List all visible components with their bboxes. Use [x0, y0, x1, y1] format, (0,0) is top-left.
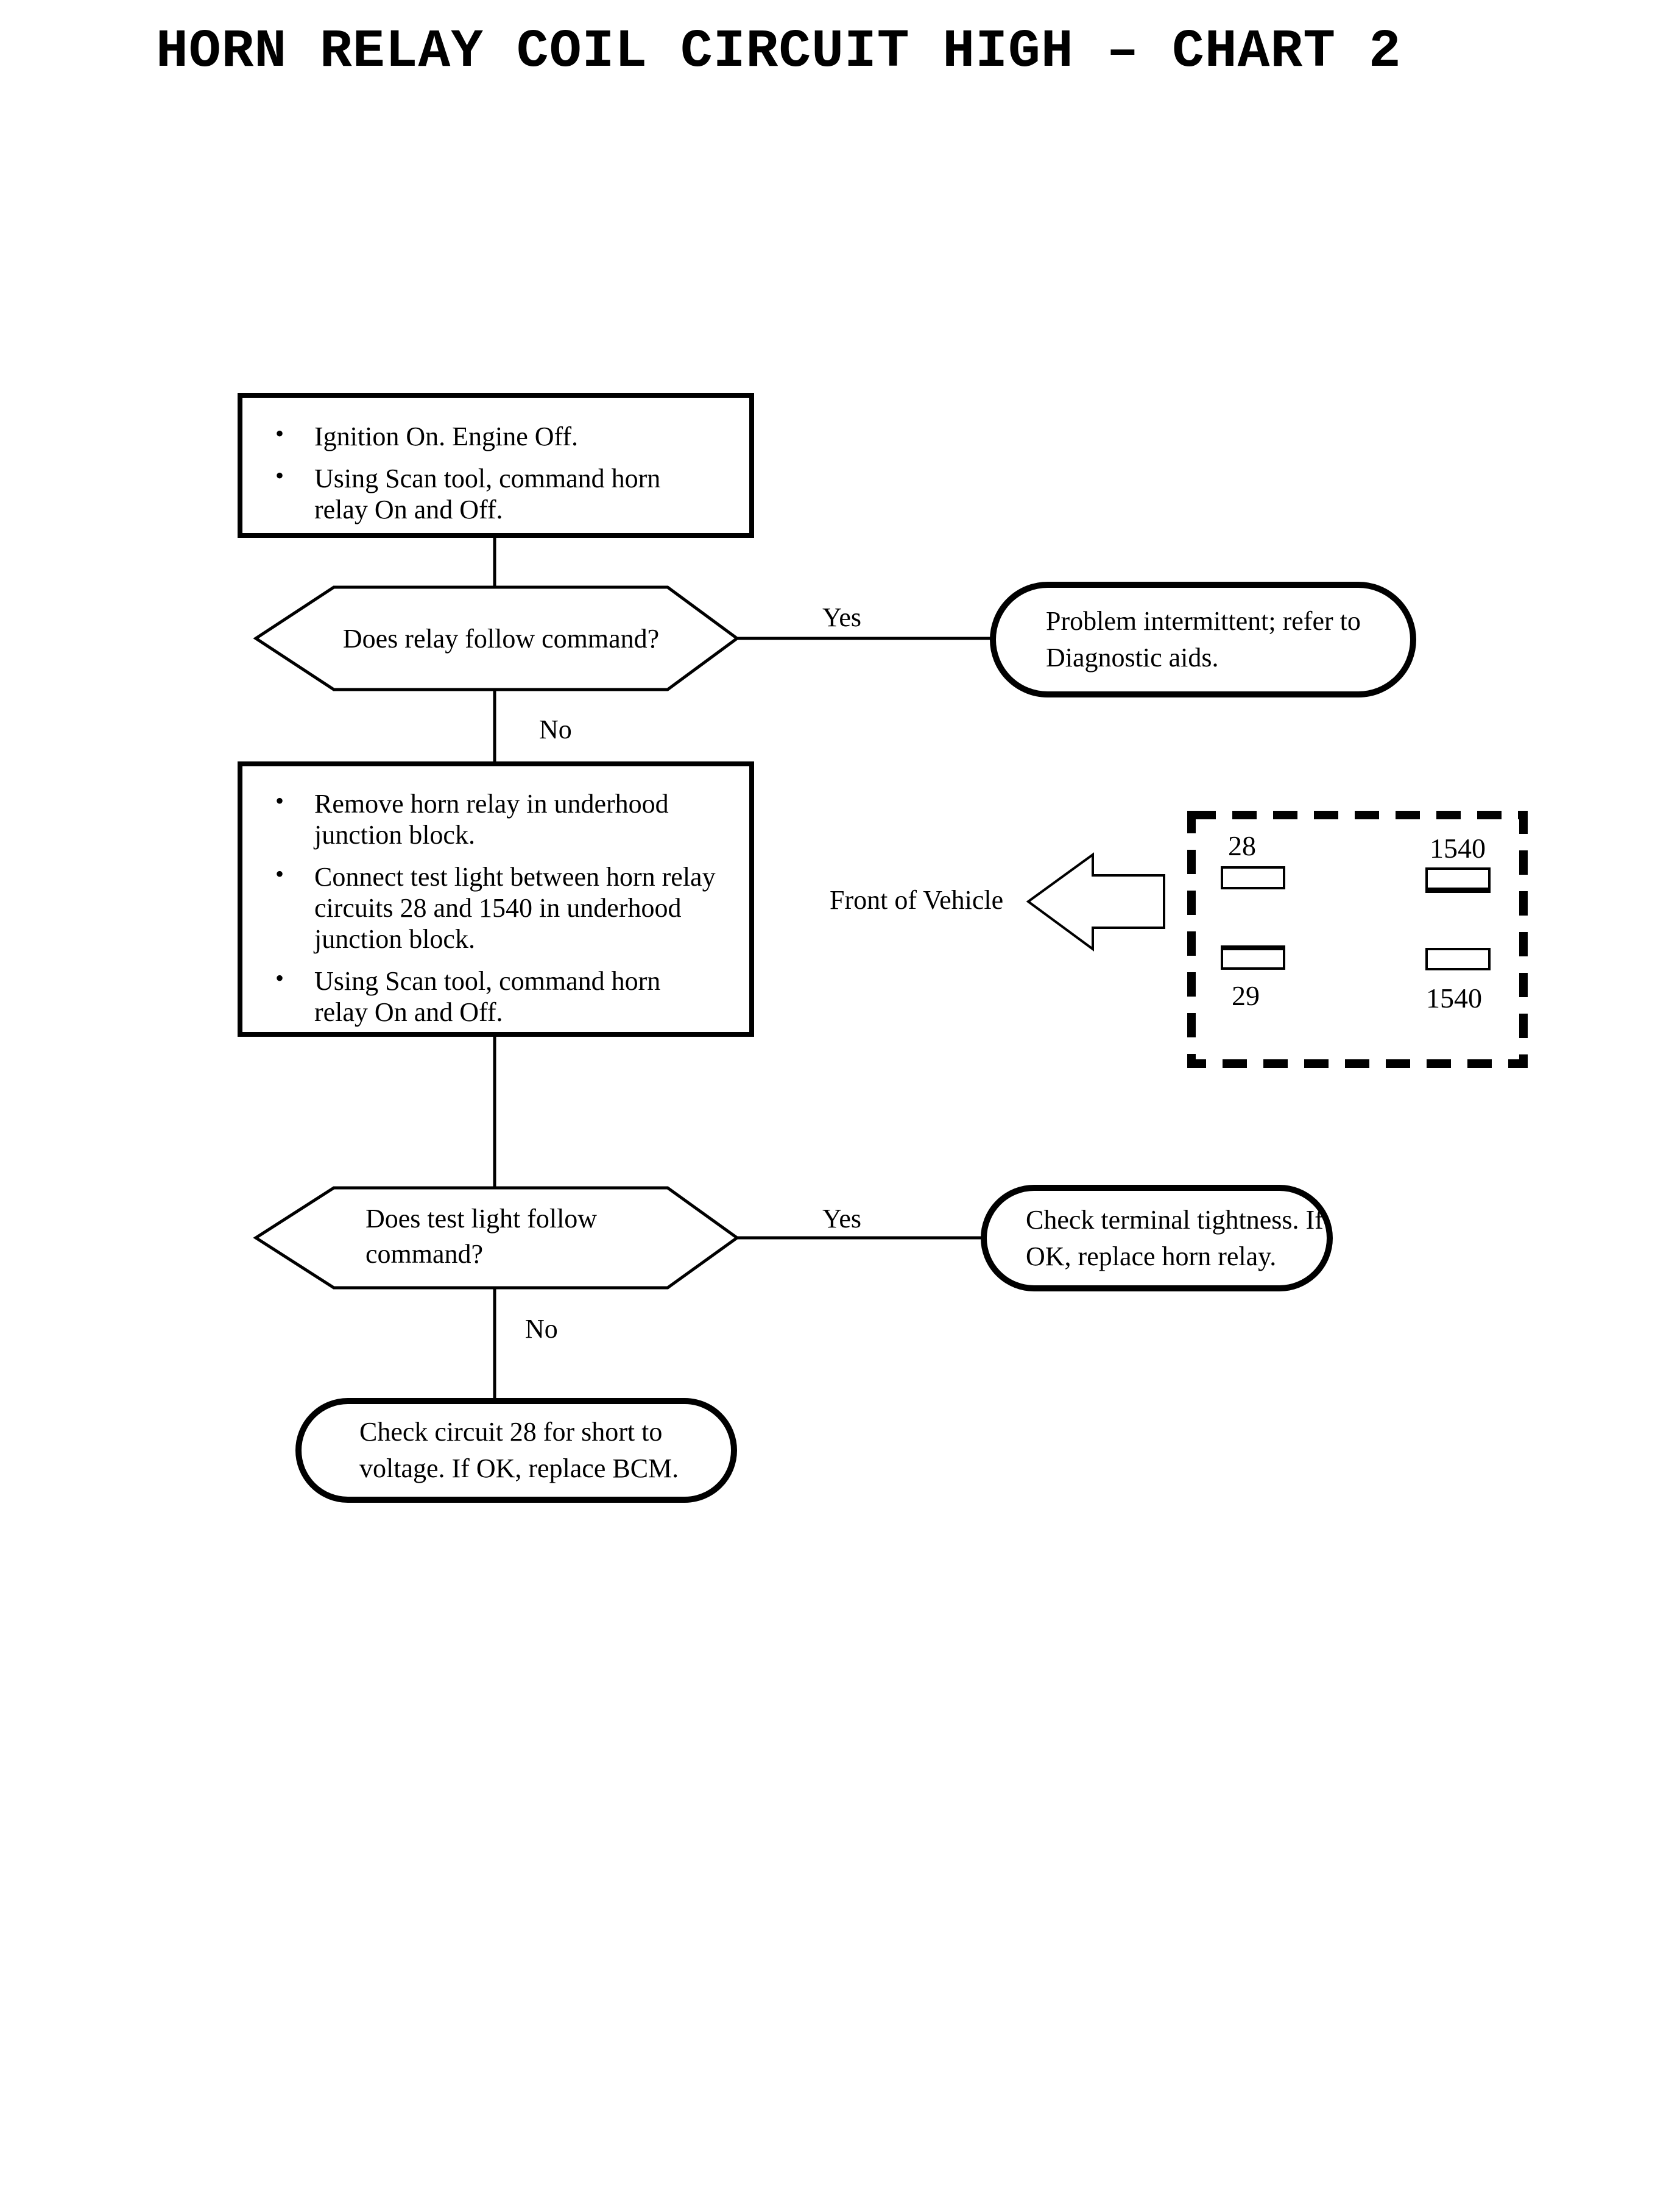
- decision1-question: Does relay follow command?: [342, 624, 660, 654]
- outcome-terminal-oval: Check terminal tightness. If OK, replace…: [981, 1185, 1333, 1291]
- terminal-label-28: 28: [1228, 830, 1256, 861]
- front-of-vehicle-label: Front of Vehicle: [830, 885, 1004, 915]
- step1-bullet-1: Ignition On. Engine Off.: [242, 420, 731, 452]
- front-of-vehicle-arrow: [1026, 852, 1165, 951]
- step2-bullet-3: Using Scan tool, command horn relay On a…: [242, 964, 731, 1028]
- terminal-slot-28: [1221, 866, 1285, 889]
- step2-bullet-2: Connect test light between horn relay ci…: [242, 860, 731, 955]
- outcome-circuit28-text: Check circuit 28 for short to voltage. I…: [359, 1417, 679, 1483]
- page-title: HORN RELAY COIL CIRCUIT HIGH – CHART 2: [156, 22, 1402, 82]
- step1-bullet-list: Ignition On. Engine Off. Using Scan tool…: [242, 420, 749, 525]
- terminal-label-29: 29: [1232, 980, 1260, 1011]
- step1-bullet-2: Using Scan tool, command horn relay On a…: [242, 462, 731, 525]
- terminal-label-1540-bottom: 1540: [1426, 983, 1482, 1014]
- terminal-slot-29: [1221, 945, 1285, 970]
- decision2-no-label: No: [525, 1314, 558, 1344]
- decision2-hexagon: [253, 1186, 740, 1290]
- decision1-yes-label: Yes: [822, 602, 862, 632]
- terminal-slot-1540-top: [1425, 867, 1491, 893]
- decision1-no-label: No: [539, 715, 572, 744]
- outcome-circuit28-oval: Check circuit 28 for short to voltage. I…: [295, 1398, 737, 1503]
- terminal-slot-1540-bottom: [1425, 948, 1491, 970]
- step2-box: Remove horn relay in underhood junction …: [238, 761, 754, 1037]
- decision2-question: Does test light follow command?: [365, 1204, 598, 1269]
- relay-cavity-dashed-box: [1187, 811, 1528, 1068]
- terminal-label-1540-top: 1540: [1430, 833, 1486, 864]
- outcome-terminal-text: Check terminal tightness. If OK, replace…: [1026, 1204, 1324, 1271]
- outcome-intermittent-oval: Problem intermittent; refer to Diagnosti…: [990, 582, 1416, 697]
- step1-box: Ignition On. Engine Off. Using Scan tool…: [238, 393, 754, 538]
- decision1-hexagon: [253, 585, 740, 691]
- decision2-yes-label: Yes: [822, 1204, 862, 1234]
- step2-bullet-1: Remove horn relay in underhood junction …: [242, 787, 731, 850]
- outcome-intermittent-text: Problem intermittent; refer to Diagnosti…: [1046, 606, 1361, 673]
- step2-bullet-list: Remove horn relay in underhood junction …: [242, 787, 749, 1028]
